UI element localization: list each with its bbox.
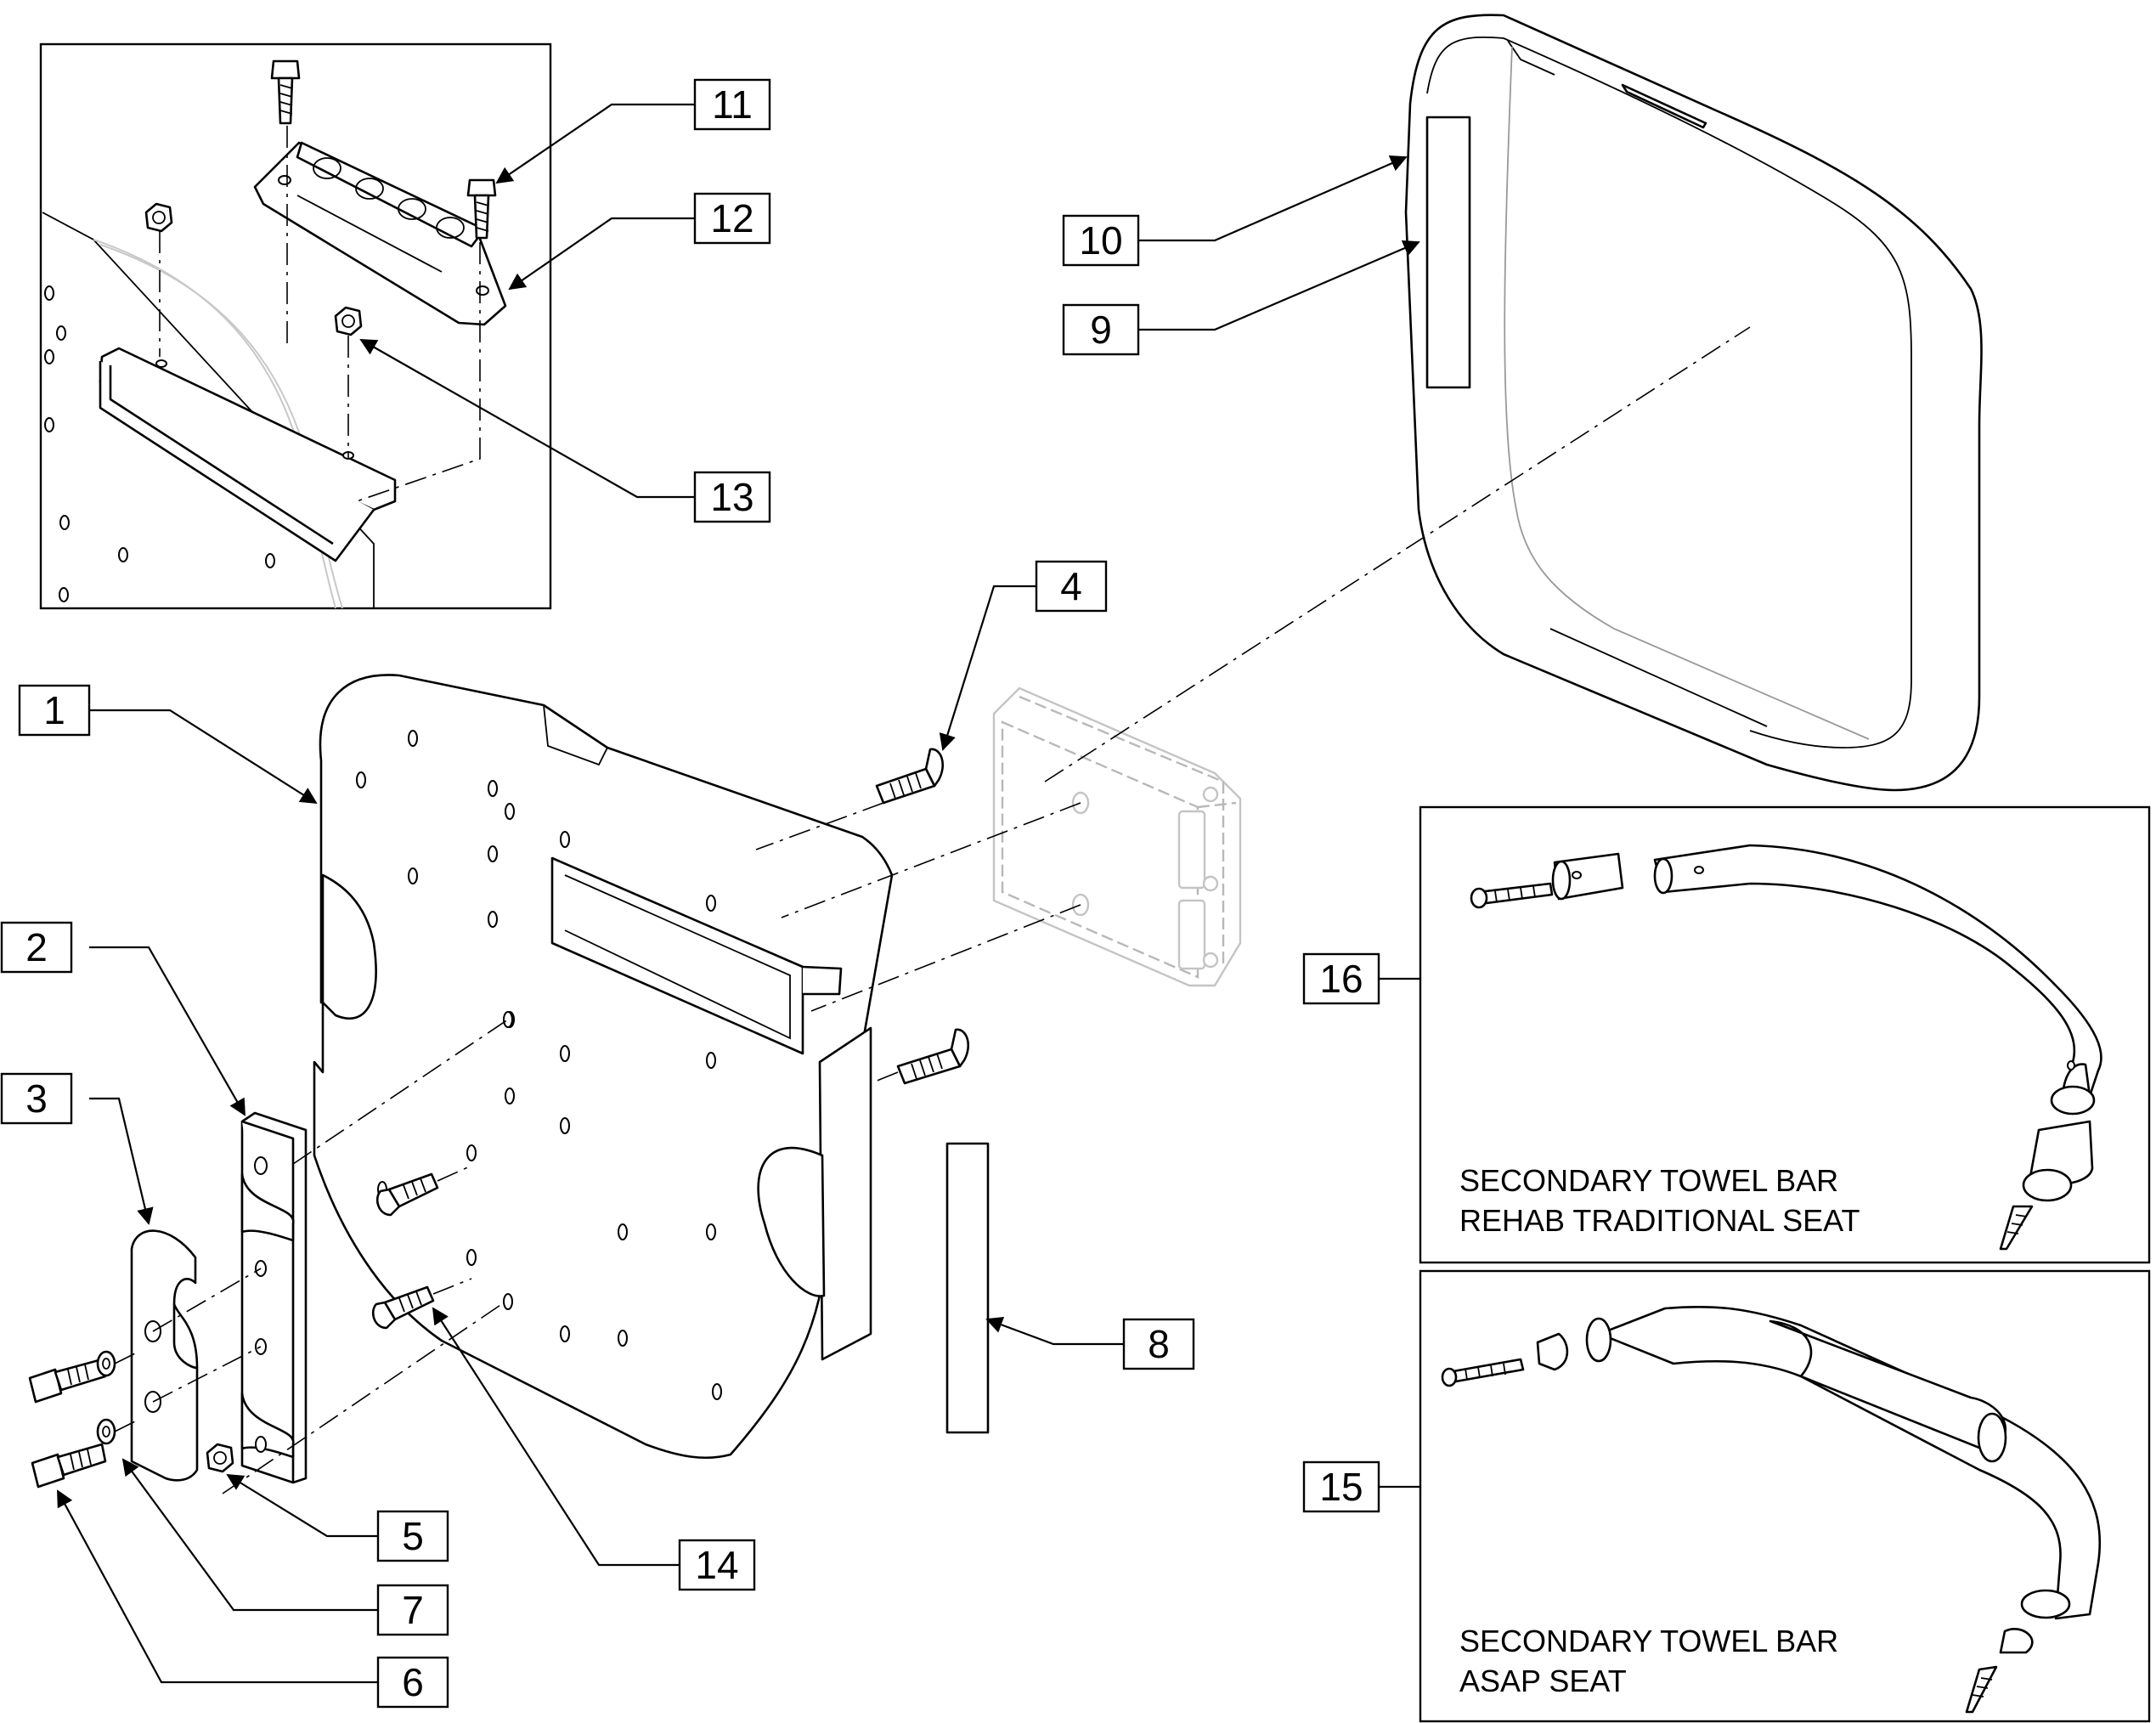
dash-clamps <box>152 1019 509 1494</box>
svg-text:8: 8 <box>1148 1322 1170 1366</box>
callout-16: 16 <box>1302 952 1380 1005</box>
callout-15: 15 <box>1302 1460 1380 1513</box>
callout-13: 13 <box>693 471 771 523</box>
callout-1: 1 <box>18 684 91 737</box>
callout-11: 11 <box>693 78 771 131</box>
callout-10: 10 <box>1062 214 1140 267</box>
leader-5 <box>226 1473 378 1538</box>
svg-text:15: 15 <box>1319 1465 1363 1509</box>
leader-11 <box>495 103 695 184</box>
svg-text:5: 5 <box>402 1514 424 1558</box>
towel-bar-rehab-panel: SECONDARY TOWEL BAR REHAB TRADITIONAL SE… <box>1419 805 2151 1264</box>
callout-4: 4 <box>1035 560 1108 613</box>
svg-text:13: 13 <box>710 475 753 519</box>
callout-12: 12 <box>693 192 771 245</box>
towel-bar-asap-panel: SECONDARY TOWEL BAR ASAP SEAT <box>1419 1269 2151 1723</box>
clamp-2 <box>240 1111 308 1484</box>
svg-text:2: 2 <box>25 925 48 969</box>
inset-wire-2 <box>99 244 343 609</box>
screw-4-upper <box>875 748 944 805</box>
screw-14-upper <box>376 1172 439 1217</box>
inset-plate-holes <box>44 285 275 602</box>
clamp-3 <box>130 1229 199 1482</box>
nut-5 <box>206 1443 234 1473</box>
svg-text:1: 1 <box>43 688 65 732</box>
inset-bracket <box>99 347 397 562</box>
controller-box-ghost <box>992 686 1242 987</box>
leader-10 <box>1138 155 1408 242</box>
leader-lines <box>57 103 1420 1684</box>
callout-9: 9 <box>1062 303 1140 356</box>
leader-1 <box>89 709 318 805</box>
callout-3: 3 <box>0 1072 73 1125</box>
screw-6-lower <box>31 1418 116 1489</box>
inset-nut-right <box>334 306 363 336</box>
inset-connector-block <box>253 141 507 326</box>
leader-14 <box>432 1307 680 1567</box>
leader-9 <box>1138 240 1420 331</box>
towel-bar-asap-drawing <box>1441 1305 2102 1714</box>
velcro-strip-8 <box>945 1142 990 1434</box>
inset-plate-edge <box>42 212 375 608</box>
inset-screw-right <box>466 178 497 240</box>
svg-text:12: 12 <box>710 196 753 240</box>
inset-nut-left <box>144 202 173 233</box>
svg-text:3: 3 <box>25 1076 48 1121</box>
svg-text:4: 4 <box>1060 564 1082 608</box>
callout-6: 6 <box>376 1656 449 1709</box>
leader-12 <box>508 217 695 291</box>
back-pad <box>1404 14 1983 792</box>
callout-8: 8 <box>1122 1318 1195 1370</box>
leader-6 <box>57 1489 378 1684</box>
svg-text:11: 11 <box>712 82 753 127</box>
dash-screws-4 <box>755 802 1081 1084</box>
screw-14-lower <box>372 1285 435 1330</box>
svg-text:16: 16 <box>1319 957 1363 1001</box>
svg-text:7: 7 <box>402 1588 424 1632</box>
detail-inset <box>39 42 552 610</box>
detail-inset-frame <box>39 42 552 610</box>
towel-bar-asap-line2: ASAP SEAT <box>1459 1664 1627 1698</box>
callout-5: 5 <box>376 1510 449 1562</box>
back-plate-holes <box>356 730 722 1400</box>
callout-14: 14 <box>678 1539 756 1591</box>
svg-text:14: 14 <box>695 1543 738 1587</box>
back-plate <box>313 674 894 1460</box>
leader-13 <box>359 339 695 499</box>
svg-text:10: 10 <box>1079 218 1122 263</box>
svg-text:9: 9 <box>1090 308 1112 352</box>
screw-6-upper <box>28 1350 116 1404</box>
callout-7: 7 <box>376 1584 449 1636</box>
leader-4 <box>939 585 1036 751</box>
dash-screws-6 <box>114 1350 141 1432</box>
leader-2 <box>89 946 246 1116</box>
inset-screw-top <box>270 59 301 125</box>
screw-4-lower <box>896 1028 969 1085</box>
callout-2: 2 <box>0 921 73 974</box>
leader-7 <box>121 1458 378 1612</box>
panel-15-frame <box>1419 1269 2151 1723</box>
dash-screws-14 <box>432 1165 472 1295</box>
velcro-strip-9 <box>1425 116 1471 389</box>
svg-text:6: 6 <box>402 1660 424 1704</box>
towel-bar-rehab-line2: REHAB TRADITIONAL SEAT <box>1459 1203 1860 1238</box>
towel-bar-rehab-line1: SECONDARY TOWEL BAR <box>1459 1163 1838 1198</box>
towel-bar-rehab-drawing <box>1470 844 2102 1251</box>
leader-3 <box>89 1097 154 1225</box>
towel-bar-asap-line1: SECONDARY TOWEL BAR <box>1459 1624 1838 1658</box>
panel-16-frame <box>1419 805 2151 1264</box>
leader-8 <box>985 1316 1124 1346</box>
